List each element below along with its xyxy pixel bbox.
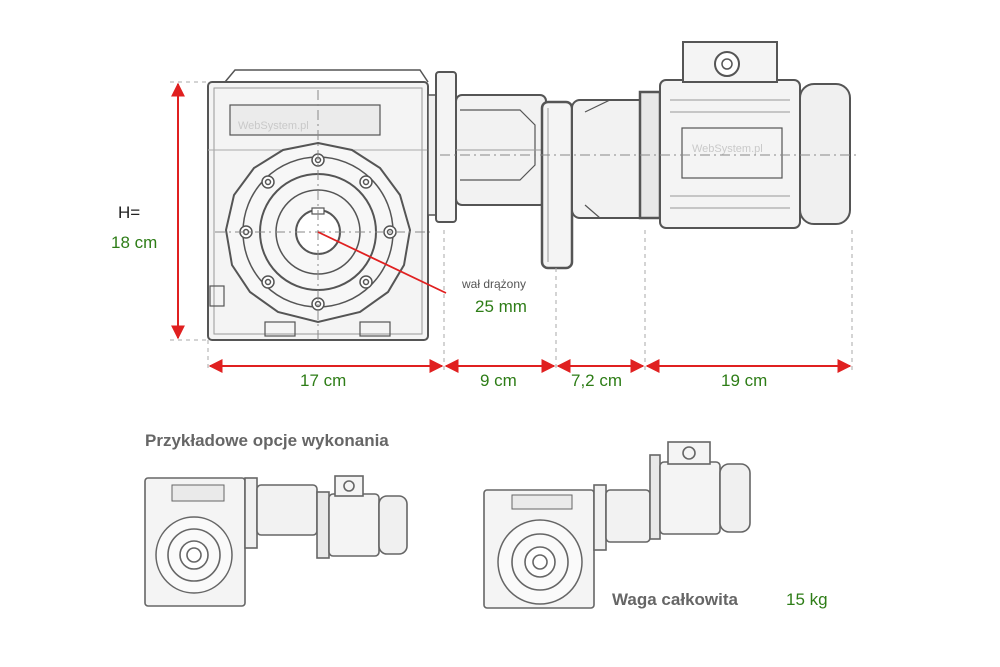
dimension-label-2: 9 cm [480, 371, 517, 390]
intermediate-flange [540, 100, 574, 270]
shaft-value: 25 mm [475, 297, 527, 316]
height-value: 18 cm [111, 233, 158, 252]
worm-gearbox [207, 69, 430, 341]
dimension-arrows [171, 82, 852, 373]
dimension-label-1: 17 cm [300, 371, 347, 390]
motor [440, 41, 860, 229]
height-prefix: H= [118, 203, 141, 222]
options-title: Przykładowe opcje wykonania [145, 431, 389, 450]
dimension-label-4: 19 cm [721, 371, 768, 390]
shaft-label: wał drążony [462, 277, 527, 291]
watermark-gearbox: WebSystem.pl [238, 120, 309, 132]
variant-2-drawing [483, 441, 751, 609]
weight-value: 15 kg [786, 590, 828, 609]
dimension-label-3: 7,2 cm [571, 371, 623, 390]
shaft-leader-line [317, 231, 447, 294]
main-gearmotor [207, 41, 860, 341]
variant-1-drawing [144, 475, 408, 607]
watermark-motor: WebSystem.pl [692, 143, 763, 155]
input-coupling [427, 71, 547, 223]
weight-label: Waga całkowita [612, 590, 738, 609]
dimension-lines [170, 81, 853, 372]
